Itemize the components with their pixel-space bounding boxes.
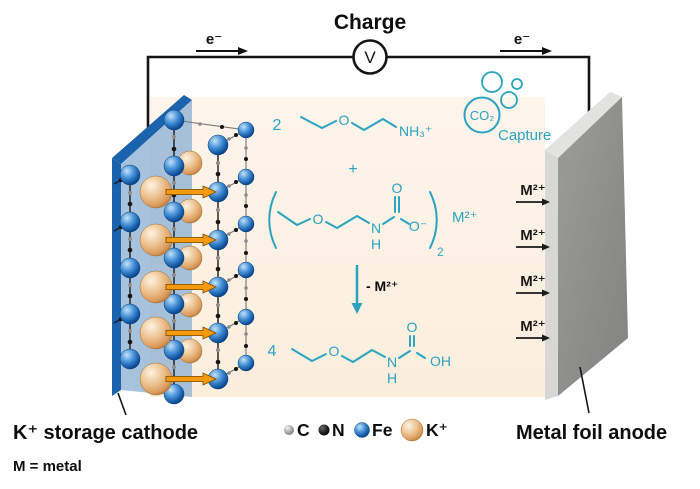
metal-ion-label: M²⁺ — [520, 273, 545, 290]
amide-hydrogen: H — [371, 236, 381, 252]
electron-label: e⁻ — [514, 31, 530, 48]
orange-arrow-icon — [165, 185, 217, 199]
ammonium-structure: 2 O NH₃⁺ — [273, 112, 433, 139]
metal-counter-ion: M²⁺ — [452, 209, 477, 226]
voltmeter-circle — [352, 39, 388, 75]
voltmeter-symbol: V — [364, 48, 376, 67]
carbamic-acid-structure: 4 O N H O OH — [268, 319, 451, 386]
anode-edge — [545, 150, 558, 400]
capture-label: Capture — [498, 127, 551, 144]
anode-label: Metal foil anode — [516, 422, 667, 444]
bubble-icon — [500, 91, 518, 109]
co2-gas-label: CO₂ — [470, 108, 495, 123]
stoichiometry-subscript: 2 — [437, 245, 444, 259]
amide-hydrogen: H — [387, 370, 397, 386]
reaction-scheme: 2 O NH₃⁺ + O N H O O⁻ 2 M²⁺ — [268, 112, 478, 386]
hydroxyl-group: OH — [430, 353, 451, 369]
orange-arrow-icon — [165, 280, 217, 294]
anode — [545, 92, 628, 414]
carbonyl-oxygen: O — [392, 180, 403, 196]
metal-note: M = metal — [13, 458, 82, 475]
circuit: e⁻ e⁻ V Charge — [146, 11, 591, 128]
reaction-arrow: - M²⁺ — [351, 265, 398, 314]
orange-arrow-icon — [165, 233, 217, 247]
carbon-sphere-icon — [284, 425, 294, 435]
potassium-insertion-arrows — [165, 185, 217, 386]
potassium-atoms-front — [139, 175, 173, 396]
ammonium-group: NH₃⁺ — [399, 123, 432, 139]
footer: K⁺ storage cathode Metal foil anode M = … — [13, 418, 667, 475]
carboxylate-oxygen: O⁻ — [409, 218, 427, 234]
atom-legend: C N Fe K⁺ — [284, 418, 448, 442]
ether-oxygen: O — [313, 211, 324, 227]
iron-sphere-icon — [354, 422, 370, 438]
carbonyl-oxygen: O — [407, 319, 418, 335]
metal-ion-label: M²⁺ — [520, 182, 545, 199]
right-parenthesis — [429, 191, 438, 249]
orange-arrow-icon — [165, 372, 217, 386]
anode-face — [558, 97, 628, 396]
cathode-lattice — [113, 109, 255, 405]
minus-metal-label: - M²⁺ — [366, 278, 398, 294]
ether-oxygen: O — [339, 112, 350, 128]
ion-arrow-head — [542, 289, 550, 297]
metal-ion-label: M²⁺ — [520, 227, 545, 244]
electron-flow-right: e⁻ — [500, 31, 552, 55]
amide-nitrogen: N — [371, 220, 381, 236]
anode-top-bevel — [545, 92, 622, 158]
legend-carbon: C — [297, 420, 310, 440]
voltmeter: V — [352, 39, 388, 75]
bubble-icon — [481, 71, 503, 93]
charge-title: Charge — [334, 11, 406, 34]
co2-bubble-icon — [463, 96, 501, 134]
iron-atoms — [119, 109, 255, 405]
metal-ion-flux: M²⁺ M²⁺ M²⁺ M²⁺ — [516, 182, 550, 342]
wire-right — [386, 55, 591, 112]
wire-left — [146, 55, 354, 128]
electron-arrow-head — [238, 47, 248, 55]
ion-arrow-head — [542, 243, 550, 251]
cathode — [112, 95, 255, 416]
cathode-edge — [112, 158, 121, 396]
left-parenthesis — [268, 191, 277, 249]
ion-arrow-head — [542, 198, 550, 206]
down-arrow-head — [351, 303, 363, 314]
electron-label: e⁻ — [206, 31, 222, 48]
legend-potassium: K⁺ — [426, 420, 448, 440]
coefficient: 2 — [273, 117, 282, 134]
amide-nitrogen: N — [387, 354, 397, 370]
ion-arrow-head — [542, 334, 550, 342]
cathode-label: K⁺ storage cathode — [13, 422, 198, 444]
nitrogen-sphere-icon — [318, 424, 330, 436]
bubble-icon — [511, 78, 523, 90]
legend-iron: Fe — [372, 420, 393, 440]
orange-arrow-icon — [165, 326, 217, 340]
legend-nitrogen: N — [332, 420, 345, 440]
electron-arrow-head — [542, 47, 552, 55]
anode-leader-line — [579, 366, 590, 414]
electron-flow-left: e⁻ — [196, 31, 248, 55]
carbamate-structure: O N H O O⁻ 2 M²⁺ — [268, 180, 477, 259]
metal-ion-label: M²⁺ — [520, 318, 545, 335]
plus-sign: + — [348, 161, 357, 178]
co2-capture-group: CO₂ Capture — [463, 71, 551, 144]
ether-oxygen: O — [329, 343, 340, 359]
cathode-leader-line — [117, 392, 127, 416]
coefficient: 4 — [268, 343, 277, 360]
potassium-sphere-icon — [400, 418, 424, 442]
